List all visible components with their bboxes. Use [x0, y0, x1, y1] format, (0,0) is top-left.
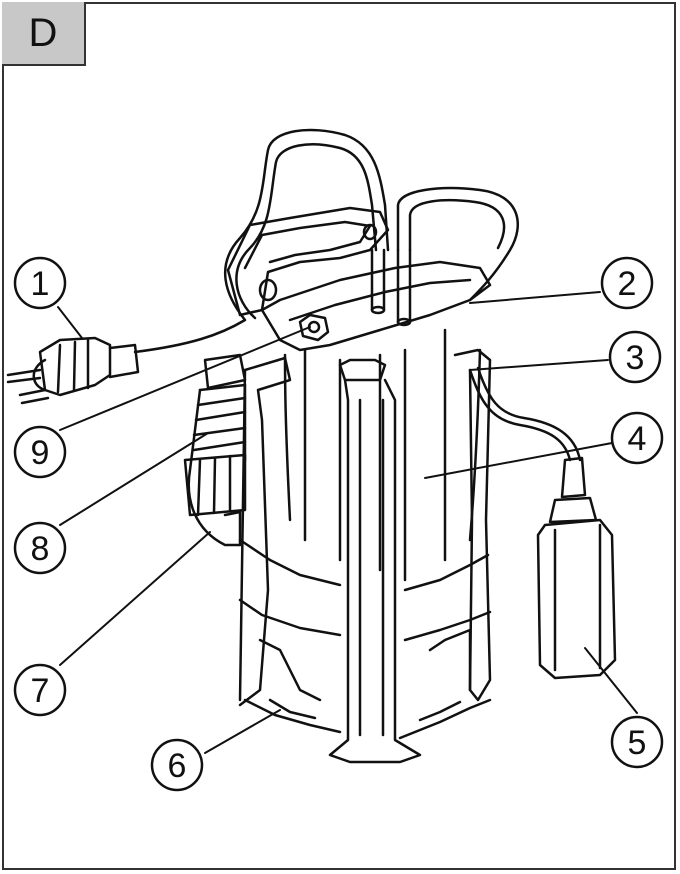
svg-text:8: 8	[31, 530, 50, 568]
plug-icon	[6, 336, 140, 405]
hose-adapter	[183, 353, 247, 547]
callout-1: 1	[13, 256, 67, 310]
section-label: D	[2, 2, 86, 66]
callout-4: 4	[610, 411, 664, 465]
svg-text:6: 6	[168, 747, 187, 785]
callout-8: 8	[13, 521, 67, 575]
svg-text:3: 3	[626, 339, 645, 377]
float-switch	[468, 366, 617, 680]
callout-3: 3	[608, 330, 662, 384]
svg-text:4: 4	[628, 420, 647, 458]
callout-5: 5	[610, 715, 664, 769]
leader-lines	[57, 291, 638, 754]
svg-text:9: 9	[31, 434, 50, 472]
callout-2: 2	[600, 256, 654, 310]
callout-6: 6	[150, 738, 204, 792]
power-cable	[133, 128, 390, 354]
callout-7: 7	[13, 663, 67, 717]
svg-text:5: 5	[628, 724, 647, 762]
float-cable-loop	[396, 186, 519, 302]
svg-text:7: 7	[31, 672, 50, 710]
svg-text:2: 2	[618, 265, 637, 303]
callout-9: 9	[13, 425, 67, 479]
pump-body	[226, 206, 492, 764]
svg-text:1: 1	[31, 265, 50, 303]
